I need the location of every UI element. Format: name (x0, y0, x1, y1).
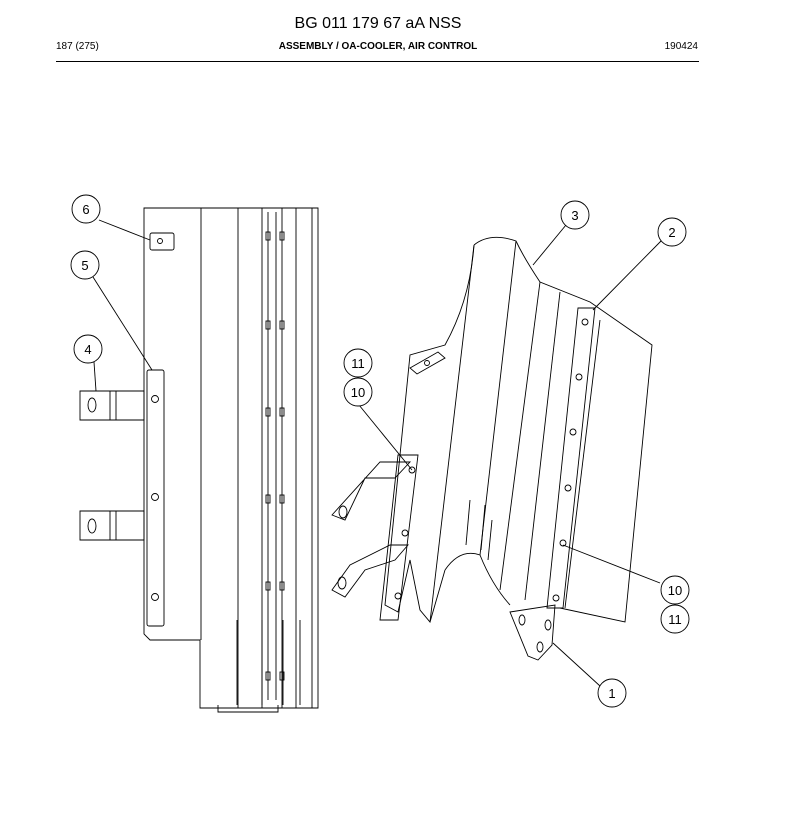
cover-fold (499, 281, 541, 591)
small-tab (149, 232, 175, 251)
strip-screw (401, 529, 409, 537)
leader-lines (92, 219, 663, 687)
document-subtitle: ASSEMBLY / OA-COOLER, AIR CONTROL (278, 41, 478, 52)
svg-text:1: 1 (608, 686, 615, 701)
cover-left-strip (379, 454, 419, 621)
seam-screws (265, 231, 285, 681)
cover-bracket-lower (331, 544, 409, 598)
document-date: 190424 (664, 41, 698, 52)
callout-3: 3 (560, 200, 590, 230)
page-number: 187 (275) (56, 41, 99, 52)
strip-hole (151, 395, 159, 403)
cover-fold (479, 240, 517, 556)
svg-text:11: 11 (351, 356, 365, 371)
cover-fold (524, 291, 561, 601)
svg-text:3: 3 (571, 208, 578, 223)
strip-screw (575, 373, 583, 381)
cover-bracket-upper (331, 461, 412, 521)
svg-text:4: 4 (84, 342, 91, 357)
cover-bottom-bracket (509, 604, 556, 661)
callout-4: 4 (73, 334, 103, 364)
strip-screw (394, 592, 402, 600)
svg-text:2: 2 (668, 225, 675, 240)
callout-5: 5 (70, 250, 100, 280)
svg-text:10: 10 (668, 583, 682, 598)
header-rule (56, 61, 699, 62)
left-bracket-upper (79, 390, 145, 421)
slit-line (487, 519, 493, 561)
strip-screw (559, 539, 567, 547)
svg-text:11: 11 (668, 612, 682, 627)
callout-10-right: 10 (660, 575, 690, 605)
left-panel-outline (143, 207, 319, 709)
cover-right-strip (546, 307, 596, 609)
strip-screw (408, 466, 416, 474)
callout-11-left: 11 (343, 348, 373, 378)
strip-screw (552, 594, 560, 602)
right-cover-assembly (331, 236, 653, 661)
svg-text:5: 5 (81, 258, 88, 273)
svg-text:10: 10 (351, 385, 365, 400)
cover-top-tab (409, 351, 446, 375)
callout-11-right: 11 (660, 604, 690, 634)
tab-hole (157, 238, 163, 244)
vertical-strip (146, 369, 165, 627)
left-bracket-lower (79, 510, 145, 541)
strip-hole (151, 493, 159, 501)
callout-2: 2 (657, 217, 687, 247)
strip-screw (581, 318, 589, 326)
svg-text:6: 6 (82, 202, 89, 217)
slit-line (465, 499, 471, 546)
slit-line (480, 504, 486, 551)
callout-6: 6 (71, 194, 101, 224)
cover-fold (429, 244, 475, 623)
callout-10-left: 10 (343, 377, 373, 407)
document-title: BG 011 179 67 aA NSS (294, 15, 462, 32)
strip-screw (564, 484, 572, 492)
callout-1: 1 (597, 678, 627, 708)
left-panel-assembly (79, 207, 319, 713)
strip-hole (151, 593, 159, 601)
bottom-lip (217, 705, 279, 713)
cover-fold (564, 319, 601, 609)
strip-screw (569, 428, 577, 436)
